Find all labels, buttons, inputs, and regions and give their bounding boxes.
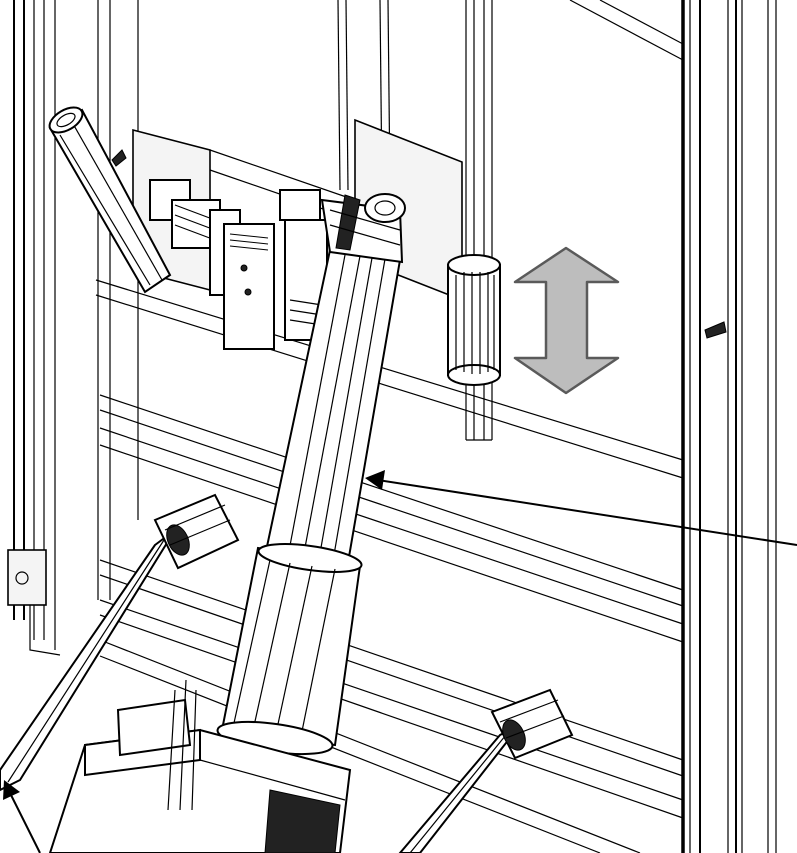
vertical-motion-arrow-icon [513, 246, 620, 395]
left-strut [0, 493, 240, 792]
leader-arrow-column-icon [365, 470, 797, 546]
base-housing [48, 679, 352, 853]
right-strut [398, 688, 574, 853]
left-frame-posts [7, 0, 139, 656]
slider-grip [447, 254, 501, 386]
lower-rails [99, 394, 684, 853]
upper-diagonal-beams [95, 0, 684, 479]
main-column [260, 193, 406, 582]
clamp-blocks [149, 179, 328, 350]
mounting-plates [132, 118, 463, 302]
right-frame-posts [681, 0, 777, 853]
leader-arrow-base-icon [3, 780, 41, 853]
lower-sleeve [216, 543, 363, 756]
left-angled-tube [48, 106, 172, 294]
